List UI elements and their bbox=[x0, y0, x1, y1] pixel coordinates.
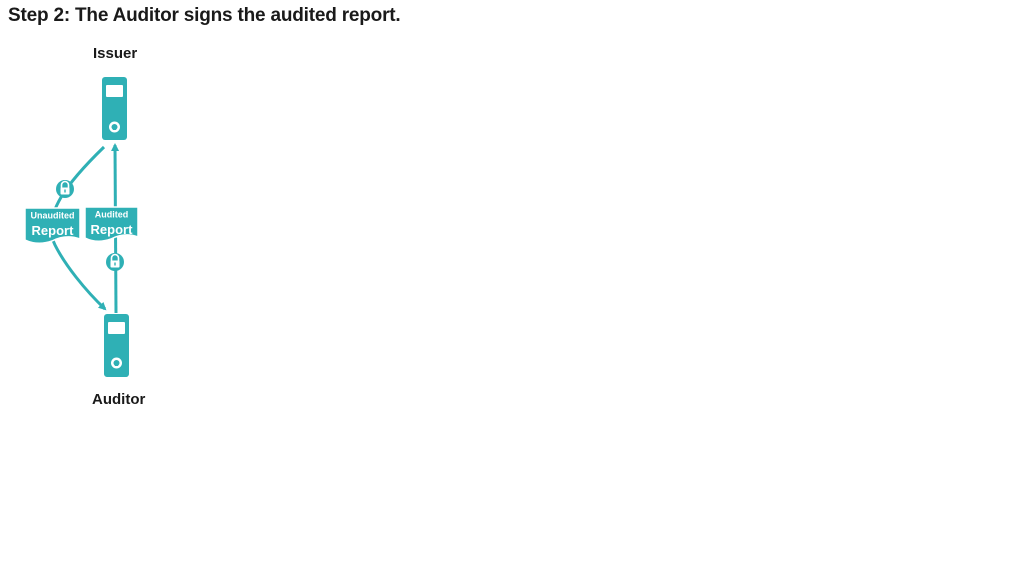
issuer-device-icon bbox=[102, 77, 127, 140]
unaudited-flow-arrow bbox=[49, 145, 107, 311]
page-title: Step 2: The Auditor signs the audited re… bbox=[8, 5, 401, 26]
lock-icon bbox=[106, 253, 124, 271]
audited-report-line1: Audited bbox=[95, 210, 129, 220]
unaudited-report-line1: Unaudited bbox=[31, 211, 75, 221]
auditor-device-icon bbox=[104, 314, 129, 377]
audited-report-document: Audited Report bbox=[84, 206, 139, 242]
audited-report-line2: Report bbox=[91, 222, 134, 237]
unaudited-report-document: Unaudited Report bbox=[24, 207, 81, 244]
unaudited-report-line2: Report bbox=[32, 223, 75, 238]
auditor-label: Auditor bbox=[92, 391, 146, 408]
lock-icon bbox=[56, 180, 74, 198]
issuer-label: Issuer bbox=[93, 45, 138, 62]
